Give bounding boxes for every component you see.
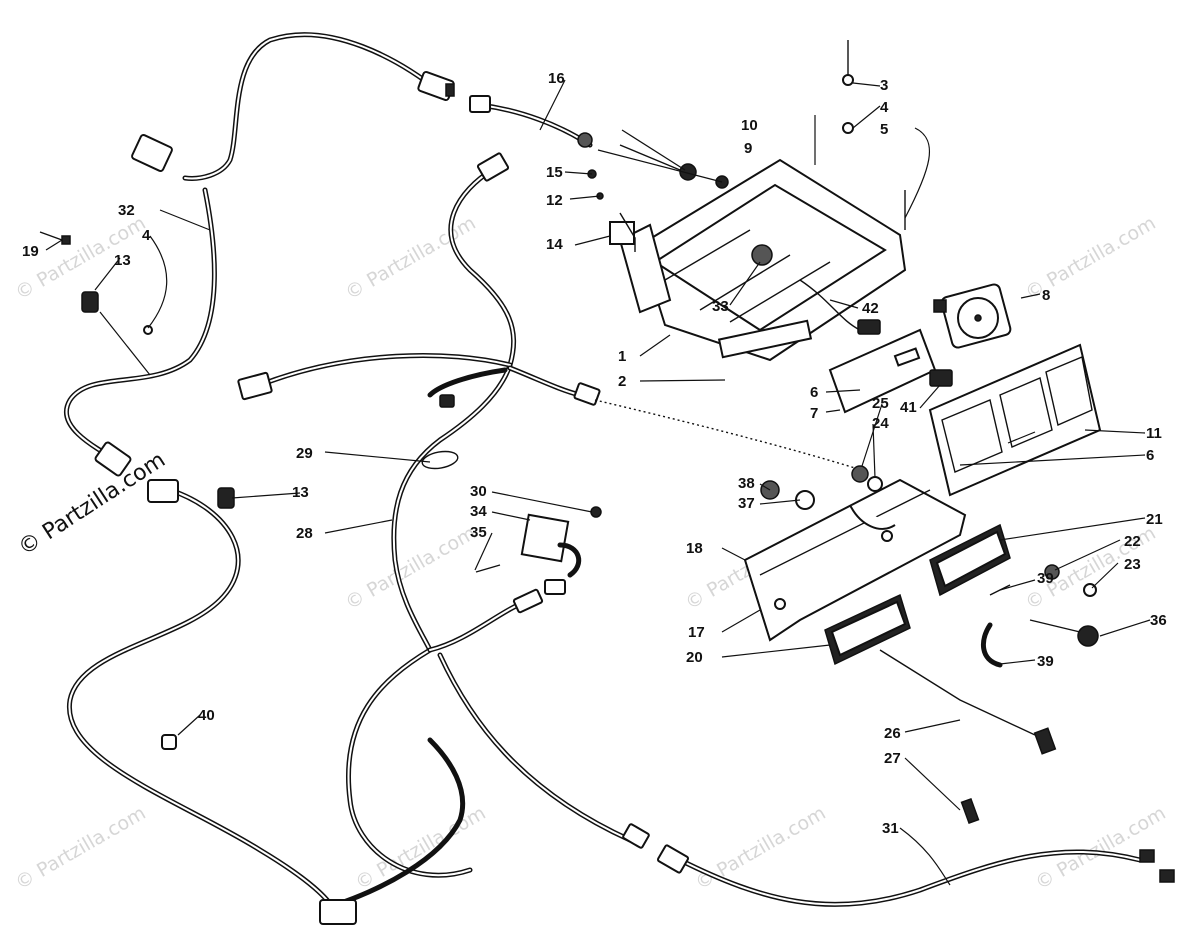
- callout-13: 13: [292, 484, 309, 501]
- callout-37: 37: [738, 495, 755, 512]
- callout-36: 36: [1150, 612, 1167, 629]
- callout-14: 14: [546, 236, 563, 253]
- callout-21: 21: [1146, 511, 1163, 528]
- callout-22: 22: [1124, 533, 1141, 550]
- watermark-text: © Partzilla.com: [342, 522, 480, 614]
- callout-26: 26: [884, 725, 901, 742]
- callout-20: 20: [686, 649, 703, 666]
- callout-42: 42: [862, 300, 879, 317]
- callout-9: 9: [744, 140, 752, 157]
- callout-5: 5: [880, 121, 888, 138]
- callout-4: 4: [880, 99, 889, 116]
- callout-labels: 1 2 3 4 4 5 6 6 7 8 9 10 11 12 13 13 14 …: [22, 70, 1167, 837]
- callout-41: 41: [900, 399, 917, 416]
- harness-31: [656, 844, 1175, 907]
- harness-16: [469, 95, 593, 148]
- callout-33: 33: [712, 298, 729, 315]
- callout-32: 32: [118, 202, 135, 219]
- gauge: [933, 283, 1012, 349]
- callout-28: 28: [296, 525, 313, 542]
- callout-23: 23: [1124, 556, 1141, 573]
- callout-12: 12: [546, 192, 563, 209]
- callout-31: 31: [882, 820, 899, 837]
- harness-28: [237, 152, 650, 878]
- misc-parts: [39, 40, 1099, 825]
- callout-38: 38: [738, 475, 755, 492]
- callout-18: 18: [686, 540, 703, 557]
- leader-lines: [45, 79, 1151, 886]
- callout-35: 35: [470, 524, 487, 541]
- callout-6: 6: [810, 384, 818, 401]
- lens-panel: [928, 343, 1102, 497]
- callout-29: 29: [296, 445, 313, 462]
- dash-panel: [743, 478, 1011, 666]
- callout-11: 11: [1146, 425, 1162, 442]
- console-housing: [587, 144, 907, 362]
- callout-39: 39: [1037, 570, 1054, 587]
- callout-13: 13: [114, 252, 131, 269]
- cover-plate: [828, 328, 953, 414]
- callout-15: 15: [546, 164, 563, 181]
- callout-16: 16: [548, 70, 565, 87]
- watermark-text: © Partzilla.com: [1032, 802, 1170, 894]
- callout-2: 2: [618, 373, 626, 390]
- callout-1: 1: [618, 348, 626, 365]
- callout-4: 4: [142, 227, 151, 244]
- callout-19: 19: [22, 243, 39, 260]
- callout-40: 40: [198, 707, 215, 724]
- callout-7: 7: [810, 405, 818, 422]
- callout-30: 30: [470, 483, 487, 500]
- callout-6: 6: [1146, 447, 1154, 464]
- watermark-text: © Partzilla.com: [12, 802, 150, 894]
- callout-17: 17: [688, 624, 705, 641]
- harness-32: [63, 32, 455, 477]
- callout-24: 24: [872, 415, 889, 432]
- callout-10: 10: [741, 117, 758, 134]
- callout-34: 34: [470, 503, 487, 520]
- harness-40: [67, 479, 466, 925]
- callout-25: 25: [872, 395, 889, 412]
- watermark-text: © Partzilla.com: [692, 802, 830, 894]
- callout-39: 39: [1037, 653, 1054, 670]
- callout-27: 27: [884, 750, 901, 767]
- callout-8: 8: [1042, 287, 1050, 304]
- callout-3: 3: [880, 77, 888, 94]
